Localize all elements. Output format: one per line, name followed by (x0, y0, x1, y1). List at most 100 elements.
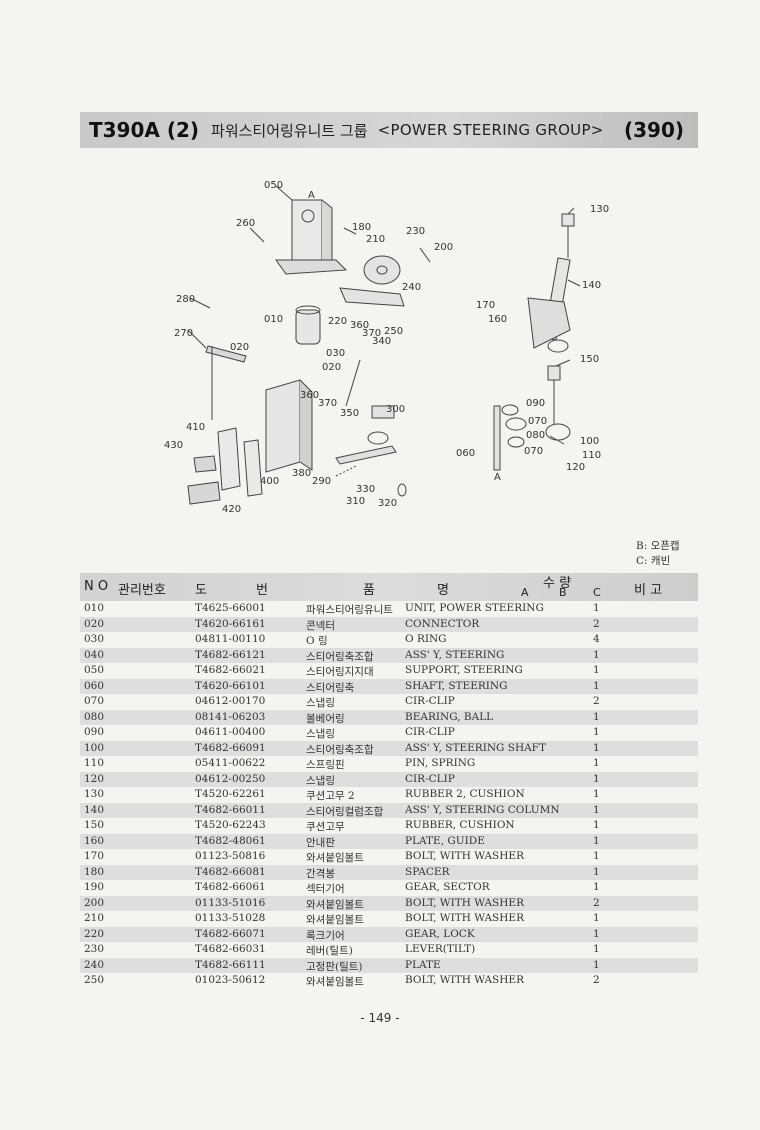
cell-item-no: 060 (84, 679, 105, 692)
cell-quantity: 2 (593, 896, 600, 909)
callout-label: 120 (566, 462, 585, 473)
cell-name-english: BOLT, WITH WASHER (405, 912, 524, 924)
header-number: 번 (256, 583, 268, 598)
cell-name-korean: 고정판(틸트) (306, 960, 363, 973)
cell-name-korean: 스티어링컬럼조합 (306, 805, 384, 818)
cell-part-number: 01123-50816 (195, 850, 266, 862)
cell-name-english: RUBBER, CUSHION (405, 819, 515, 831)
diagram-callouts: 050 A 130 260 180 210 230 200 240 140 28… (164, 180, 609, 515)
callout-label: 060 (456, 448, 475, 459)
cell-part-number: T4682-66031 (195, 943, 266, 955)
cell-part-number: T4620-66101 (195, 679, 266, 692)
cell-item-no: 240 (84, 958, 105, 971)
cell-part-number: 01133-51028 (195, 912, 266, 924)
cell-part-number: 05411-00622 (195, 757, 266, 769)
cell-item-no: 020 (84, 617, 105, 630)
cell-quantity: 1 (593, 958, 600, 971)
cell-item-no: 090 (84, 726, 105, 738)
cell-part-number: T4620-66161 (195, 617, 266, 630)
cell-name-korean: 스냅링 (306, 728, 335, 740)
legend-item: C: 캐빈 (636, 555, 671, 567)
quantity-legend: B: 오픈캡 C: 캐빈 (636, 539, 680, 569)
callout-label: 400 (260, 476, 279, 487)
cell-name-english: SUPPORT, STEERING (405, 664, 523, 676)
cell-part-number: T4520-62243 (195, 819, 266, 831)
cell-quantity: 1 (593, 664, 600, 676)
callout-label: 080 (526, 430, 545, 441)
cell-name-korean: 스티어링축조합 (306, 743, 374, 756)
callout-label: 160 (488, 314, 507, 325)
cell-name-english: BEARING, BALL (405, 710, 494, 723)
cell-part-number: T4520-62261 (195, 788, 266, 800)
cell-quantity: 2 (593, 974, 600, 986)
cell-name-korean: 와셔붙임볼트 (306, 852, 364, 864)
cell-part-number: T4682-66121 (195, 648, 266, 661)
callout-label: 170 (476, 300, 495, 311)
callout-label: 330 (356, 484, 375, 495)
cell-name-english: CIR-CLIP (405, 695, 455, 707)
page-number: - 149 - (360, 1011, 400, 1025)
cell-item-no: 120 (84, 772, 105, 785)
cell-quantity: 1 (593, 819, 600, 831)
cell-name-korean: 스프링핀 (306, 759, 345, 771)
cell-part-number: 04612-00170 (195, 695, 266, 707)
cell-item-no: 080 (84, 710, 105, 723)
callout-label: 220 (328, 316, 347, 327)
cell-item-no: 100 (84, 741, 105, 754)
cell-item-no: 170 (84, 850, 105, 862)
cell-quantity: 2 (593, 695, 600, 707)
callout-label: 360 (300, 390, 319, 401)
callout-label: A (494, 472, 501, 483)
cell-quantity: 1 (593, 757, 600, 769)
cell-quantity: 2 (593, 617, 600, 630)
callout-label: 090 (526, 398, 545, 409)
cell-part-number: 04811-00110 (195, 633, 266, 645)
cell-quantity: 1 (593, 602, 600, 614)
cell-quantity: 1 (593, 943, 600, 955)
cell-quantity: 1 (593, 865, 600, 878)
cell-item-no: 210 (84, 912, 105, 924)
section-title-bar: T390A (2) 파워스티어링유니트 그룹 <POWER STEERING G… (80, 112, 698, 148)
callout-label: A (308, 190, 315, 201)
cell-item-no: 250 (84, 974, 105, 986)
cell-name-english: SHAFT, STEERING (405, 679, 508, 692)
section-title-english: <POWER STEERING GROUP> (377, 121, 604, 139)
callout-label: 230 (406, 226, 425, 237)
exploded-parts-diagram: 050 A 130 260 180 210 230 200 240 140 28… (164, 180, 609, 515)
cell-item-no: 030 (84, 633, 105, 645)
cell-name-english: BOLT, WITH WASHER (405, 974, 524, 986)
cell-name-english: PLATE, GUIDE (405, 834, 485, 847)
cell-item-no: 130 (84, 788, 105, 800)
cell-part-number: 04611-00400 (195, 726, 266, 738)
cell-quantity: 1 (593, 850, 600, 862)
cell-name-english: PIN, SPRING (405, 757, 476, 769)
cell-item-no: 200 (84, 896, 105, 909)
cell-item-no: 070 (84, 695, 105, 707)
cell-name-korean: 간격봉 (306, 867, 335, 880)
cell-name-korean: 스냅링 (306, 774, 335, 787)
cell-item-no: 160 (84, 834, 105, 847)
cell-name-korean: 스티어링축조합 (306, 650, 374, 663)
cell-name-english: CONNECTOR (405, 617, 480, 630)
cell-name-english: GEAR, SECTOR (405, 881, 490, 893)
callout-label: 130 (590, 204, 609, 215)
callout-label: 430 (164, 440, 183, 451)
header-drawing: 도 (195, 583, 207, 598)
cell-part-number: T4682-66021 (195, 664, 266, 676)
cell-name-korean: 볼베어링 (306, 712, 345, 725)
